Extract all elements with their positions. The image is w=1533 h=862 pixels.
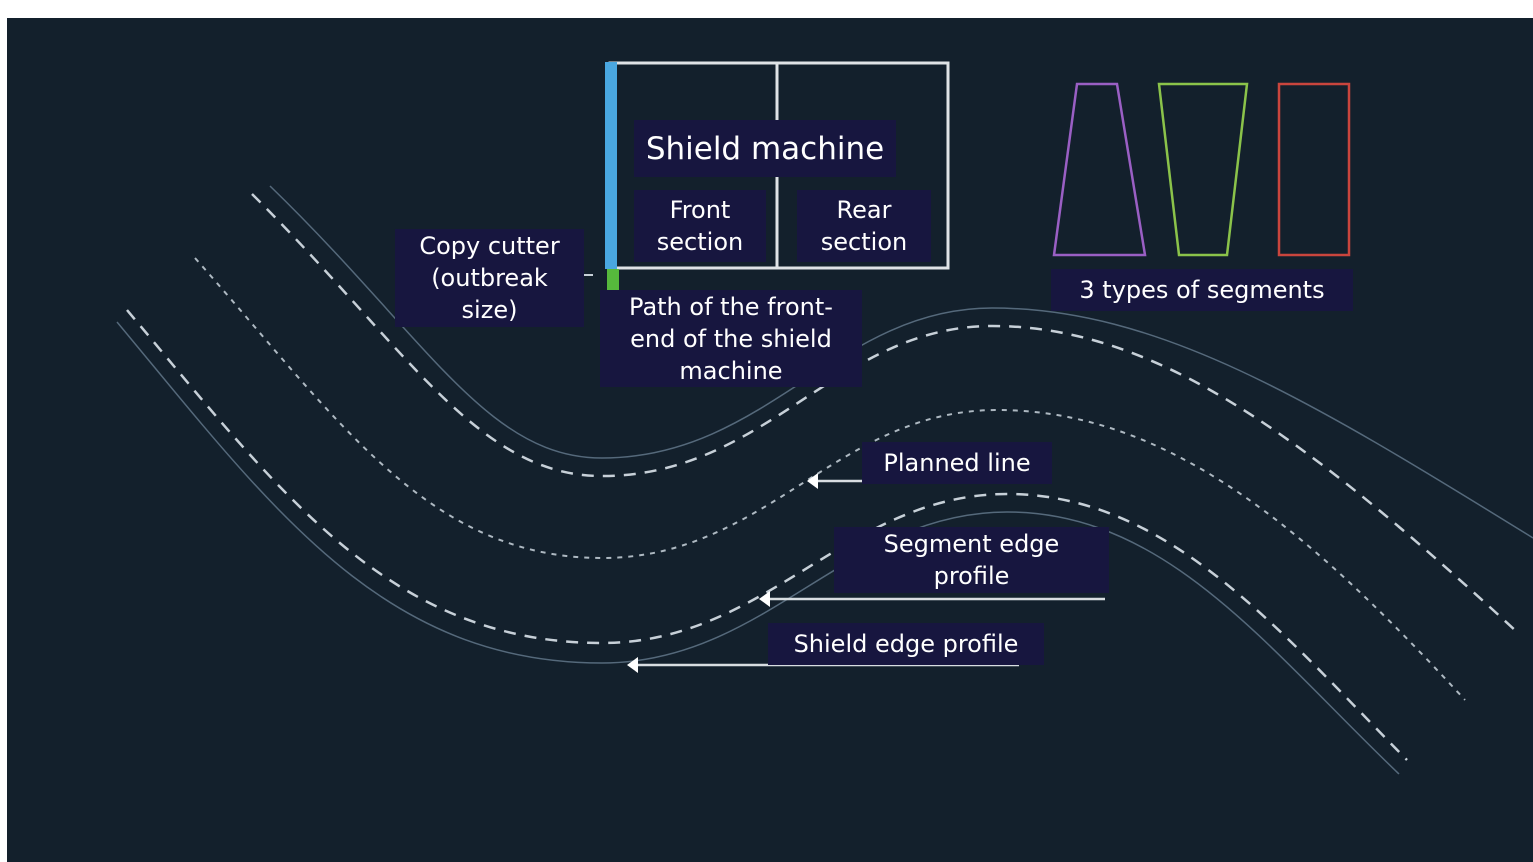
tunnel-diagram <box>116 61 1533 775</box>
segment-type-red <box>1277 82 1351 257</box>
segment-type-green <box>1157 82 1249 257</box>
shield-machine-label: Shield machine <box>634 120 896 177</box>
front-section-label: Front section <box>634 190 766 262</box>
shield-front-bar <box>605 62 617 269</box>
lower-shield-edge-curve <box>116 321 1400 775</box>
copy-cutter-label: Copy cutter (outbreak size) <box>395 229 584 327</box>
planned-line-arrow-head <box>807 473 818 489</box>
copy-cutter-bar <box>607 269 619 291</box>
segment-type-purple <box>1052 82 1147 257</box>
segment-types-label: 3 types of segments <box>1051 269 1353 311</box>
path-front-end-label: Path of the front- end of the shield mac… <box>600 290 862 387</box>
diagram-canvas: Shield machine Front section Rear sectio… <box>7 18 1533 862</box>
shield-edge-arrow-head <box>627 657 638 673</box>
shield-edge-profile-label: Shield edge profile <box>768 623 1044 665</box>
lower-segment-edge-curve <box>126 309 1408 761</box>
arrows <box>627 473 1105 673</box>
planned-line-curve <box>194 257 1466 701</box>
rear-section-label: Rear section <box>797 190 931 262</box>
segment-edge-profile-label: Segment edge profile <box>834 527 1109 593</box>
segment-types-drawing <box>1052 82 1351 257</box>
segment-edge-arrow-head <box>759 591 770 607</box>
planned-line-label: Planned line <box>862 442 1052 484</box>
